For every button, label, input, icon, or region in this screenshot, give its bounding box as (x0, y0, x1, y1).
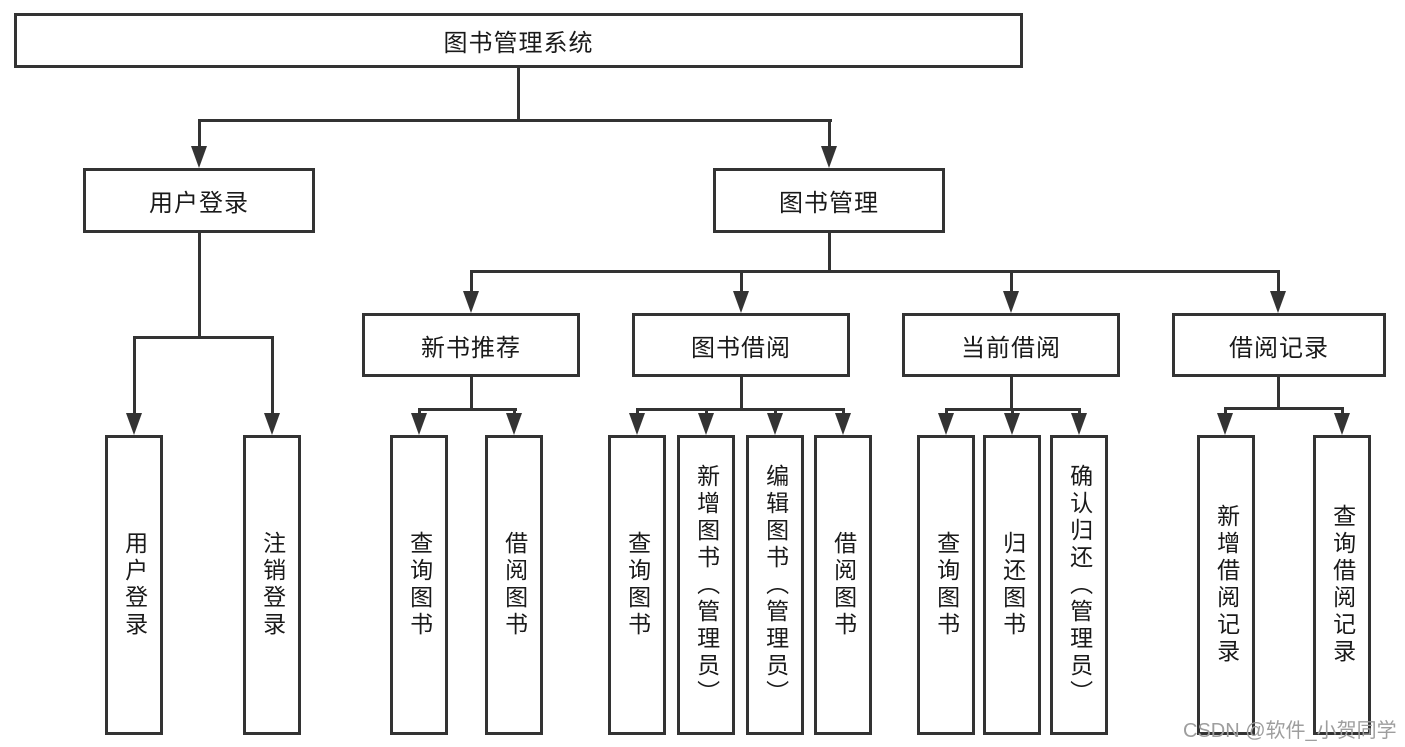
node-borrowing-records: 借阅记录 (1172, 313, 1386, 377)
arrow-down-icon (1004, 413, 1020, 435)
leaf-label: 注销登录 (259, 531, 286, 639)
leaf-query-books-recommend: 查询图书 (390, 435, 448, 735)
connector-line (828, 119, 831, 148)
node-label: 新书推荐 (421, 334, 521, 362)
connector-line (945, 408, 948, 415)
leaf-add-book-admin: 新增图书（管理员） (677, 435, 735, 735)
connector-line (842, 408, 845, 415)
arrow-down-icon (629, 413, 645, 435)
connector-line (740, 270, 743, 293)
leaf-logout: 注销登录 (243, 435, 301, 735)
connector-line (470, 270, 473, 293)
node-label: 图书管理 (779, 190, 879, 217)
arrow-down-icon (126, 413, 142, 435)
connector-line (1010, 377, 1013, 411)
connector-line (1277, 270, 1280, 293)
arrow-down-icon (506, 413, 522, 435)
leaf-edit-book-admin: 编辑图书（管理员） (746, 435, 804, 735)
leaf-label: 归还图书 (999, 531, 1026, 639)
connector-line (636, 408, 639, 415)
connector-line (513, 408, 516, 415)
connector-line (470, 377, 473, 411)
leaf-query-books-borrow: 查询图书 (608, 435, 666, 735)
node-book-management: 图书管理 (713, 168, 945, 233)
arrow-down-icon (264, 413, 280, 435)
arrow-down-icon (821, 146, 837, 168)
connector-line (1224, 407, 1227, 415)
arrow-down-icon (1003, 291, 1019, 313)
node-book-borrowing: 图书借阅 (632, 313, 850, 377)
arrow-down-icon (1270, 291, 1286, 313)
arrow-down-icon (463, 291, 479, 313)
arrow-down-icon (733, 291, 749, 313)
node-label: 图书管理系统 (443, 30, 594, 57)
leaf-confirm-return-admin: 确认归还（管理员） (1050, 435, 1108, 735)
arrow-down-icon (411, 413, 427, 435)
arrow-down-icon (191, 146, 207, 168)
connector-line (271, 336, 274, 415)
leaf-label: 借阅图书 (501, 531, 528, 639)
leaf-label: 用户登录 (121, 531, 148, 639)
connector-line (1277, 377, 1280, 410)
leaf-query-borrow-record: 查询借阅记录 (1313, 435, 1371, 735)
arrow-down-icon (1071, 413, 1087, 435)
node-label: 图书借阅 (691, 334, 791, 362)
leaf-borrow-books: 借阅图书 (814, 435, 872, 735)
connector-line (1011, 408, 1014, 415)
leaf-add-borrow-record: 新增借阅记录 (1197, 435, 1255, 735)
arrow-down-icon (835, 413, 851, 435)
connector-line (418, 408, 421, 415)
leaf-borrow-books-recommend: 借阅图书 (485, 435, 543, 735)
connector-line (1224, 407, 1344, 410)
arrow-down-icon (698, 413, 714, 435)
node-new-book-recommendation: 新书推荐 (362, 313, 580, 377)
connector-line (1078, 408, 1081, 415)
connector-line (705, 408, 708, 415)
connector-line (1341, 407, 1344, 415)
connector-line (774, 408, 777, 415)
connector-line (418, 408, 517, 411)
node-label: 借阅记录 (1229, 334, 1329, 362)
leaf-query-books-current: 查询图书 (917, 435, 975, 735)
leaf-user-login: 用户登录 (105, 435, 163, 735)
node-library-management-system: 图书管理系统 (14, 13, 1023, 68)
connector-line (828, 233, 831, 273)
leaf-label: 编辑图书（管理员） (762, 463, 789, 707)
leaf-label: 查询图书 (406, 531, 433, 639)
node-user-login: 用户登录 (83, 168, 315, 233)
connector-line (1010, 270, 1013, 293)
arrow-down-icon (767, 413, 783, 435)
connector-line (470, 270, 1280, 273)
arrow-down-icon (1334, 413, 1350, 435)
node-label: 当前借阅 (961, 334, 1061, 362)
connector-line (740, 377, 743, 411)
leaf-return-books: 归还图书 (983, 435, 1041, 735)
leaf-label: 查询图书 (624, 531, 651, 639)
leaf-label: 借阅图书 (830, 531, 857, 639)
connector-line (133, 336, 274, 339)
node-current-borrowing: 当前借阅 (902, 313, 1120, 377)
leaf-label: 新增图书（管理员） (693, 463, 720, 707)
csdn-watermark: CSDN @软件_小贺同学 (1183, 720, 1397, 742)
connector-line (198, 119, 201, 148)
arrow-down-icon (938, 413, 954, 435)
node-label: 用户登录 (149, 190, 249, 217)
leaf-label: 新增借阅记录 (1213, 504, 1240, 666)
connector-line (517, 68, 520, 120)
connector-line (198, 233, 201, 339)
leaf-label: 确认归还（管理员） (1066, 463, 1093, 707)
leaf-label: 查询借阅记录 (1329, 504, 1356, 666)
arrow-down-icon (1217, 413, 1233, 435)
connector-line (636, 408, 845, 411)
leaf-label: 查询图书 (933, 531, 960, 639)
connector-line (198, 119, 832, 122)
connector-line (133, 336, 136, 415)
